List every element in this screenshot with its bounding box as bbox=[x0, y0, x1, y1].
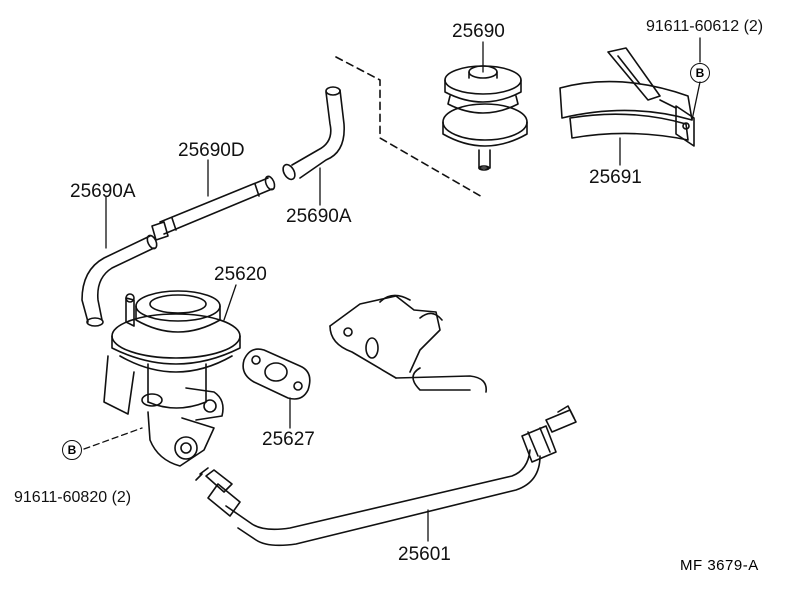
part-label-25690a-right: 25690A bbox=[286, 206, 352, 227]
part-label-25690d: 25690D bbox=[178, 140, 245, 161]
diagram-reference-code: MF 3679-A bbox=[680, 557, 759, 574]
hose-25690a-lower bbox=[81, 234, 158, 327]
part-label-25601: 25601 bbox=[398, 544, 451, 565]
part-label-91611-60820: 91611-60820 (2) bbox=[14, 489, 132, 506]
b-marker-top: B bbox=[690, 63, 710, 83]
pipe-25690d bbox=[151, 175, 276, 241]
part-label-25690: 25690 bbox=[452, 21, 505, 42]
part-label-25691: 25691 bbox=[589, 167, 642, 188]
egr-pipe-25601 bbox=[195, 405, 577, 547]
b-marker-left: B bbox=[62, 440, 82, 460]
part-label-25620: 25620 bbox=[214, 264, 267, 285]
bracket-25691 bbox=[559, 47, 695, 147]
vacuum-modulator-25690 bbox=[442, 65, 528, 171]
leader-lines bbox=[83, 37, 701, 542]
hose-25690a-upper bbox=[282, 86, 345, 181]
egr-valve-25620 bbox=[103, 290, 241, 467]
dashed-connection-line bbox=[335, 56, 485, 199]
part-label-25690a-left: 25690A bbox=[70, 181, 136, 202]
manifold-fragment bbox=[329, 294, 487, 393]
part-label-25627: 25627 bbox=[262, 429, 315, 450]
part-label-91611-60612: 91611-60612 (2) bbox=[646, 18, 764, 35]
gasket-25627 bbox=[242, 348, 311, 400]
